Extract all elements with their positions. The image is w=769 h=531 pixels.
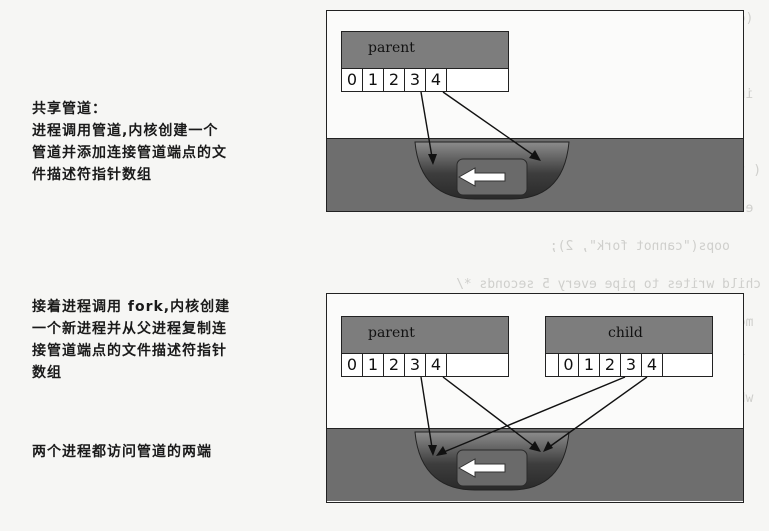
parent-process-box: parent 0 1 2 3 4 — [341, 31, 509, 92]
fd-cell: 0 — [558, 354, 579, 376]
fd-cell: 4 — [426, 354, 447, 376]
caption-line: 共享管道： — [32, 101, 107, 117]
fd-cell: 0 — [342, 69, 363, 91]
pipe-and-arrows — [414, 376, 648, 491]
fd-pointer-arrow — [442, 91, 540, 160]
fd-cell: 0 — [342, 354, 363, 376]
fd-cell: 4 — [426, 69, 447, 91]
caption-shared-pipe: 共享管道： 进程调用管道,内核创建一个 管道并添加连接管道端点的文 件描述符指针… — [32, 98, 227, 186]
pipe-and-arrows — [414, 91, 570, 200]
arrowhead-icon — [543, 441, 553, 452]
caption-both-ends: 两个进程都访问管道的两端 — [32, 441, 212, 463]
fd-pointer-arrow — [438, 376, 626, 455]
parent-label: parent — [368, 40, 415, 56]
fd-cell: 2 — [384, 354, 405, 376]
fd-pointer-arrow — [442, 376, 540, 451]
process-header: child — [546, 317, 712, 354]
fd-cell: 1 — [579, 354, 600, 376]
child-label: child — [608, 325, 643, 341]
arrowhead-icon — [436, 446, 447, 456]
caption-line: 接着进程调用 fork,内核创建 — [32, 299, 231, 315]
fd-pointer-arrow — [420, 376, 434, 455]
arrowhead-icon — [428, 445, 437, 456]
flow-arrow-icon — [457, 167, 506, 187]
process-header: parent — [342, 32, 508, 69]
fd-cell: 3 — [621, 354, 642, 376]
child-process-box: child 0 1 2 3 4 — [545, 316, 713, 377]
arrowhead-icon — [529, 441, 541, 452]
fd-pointer-arrow — [544, 376, 648, 451]
fd-cell: 3 — [405, 69, 426, 91]
fd-cell: 3 — [405, 354, 426, 376]
caption-line: 件描述符指针数组 — [32, 167, 152, 183]
fd-array: 0 1 2 3 4 — [546, 354, 712, 376]
diagram-shared-pipe: parent 0 1 2 3 4 — [326, 10, 744, 212]
diagram-after-fork: parent 0 1 2 3 4 child 0 1 2 3 4 — [326, 293, 744, 503]
fd-cell: 1 — [363, 69, 384, 91]
caption-line: 进程调用管道,内核创建一个 — [32, 123, 219, 139]
fd-cell: 2 — [600, 354, 621, 376]
fd-array: 0 1 2 3 4 — [342, 69, 508, 91]
flow-arrow-icon — [457, 458, 506, 478]
caption-line: 一个新进程并从父进程复制连 — [32, 321, 227, 337]
arrowhead-icon — [529, 150, 541, 161]
parent-process-box: parent 0 1 2 3 4 — [341, 316, 509, 377]
fd-array: 0 1 2 3 4 — [342, 354, 508, 376]
caption-fork: 接着进程调用 fork,内核创建 一个新进程并从父进程复制连 接管道端点的文件描… — [32, 296, 230, 384]
caption-line: 管道并添加连接管道端点的文 — [32, 145, 227, 161]
fd-cell: 2 — [384, 69, 405, 91]
fd-cell: 1 — [363, 354, 384, 376]
parent-label: parent — [368, 325, 415, 341]
fd-cell: 4 — [642, 354, 663, 376]
caption-line: 两个进程都访问管道的两端 — [32, 444, 212, 460]
process-header: parent — [342, 317, 508, 354]
caption-line: 数组 — [32, 365, 62, 381]
arrowhead-icon — [428, 154, 437, 165]
caption-line: 接管道端点的文件描述符指针 — [32, 343, 227, 359]
fd-pointer-arrow — [420, 91, 434, 164]
